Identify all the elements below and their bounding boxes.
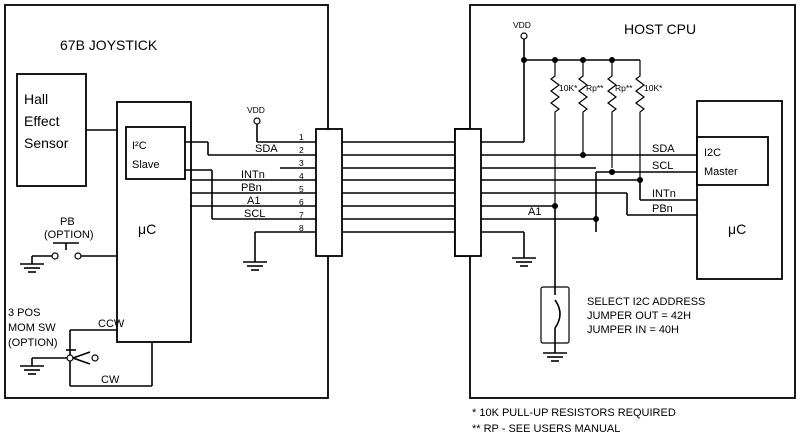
joystick-connector xyxy=(315,128,343,257)
pin-number: 8 xyxy=(299,223,304,233)
pb-option-label: (OPTION) xyxy=(44,229,94,241)
pin-number: 4 xyxy=(299,171,304,181)
junction-dot xyxy=(637,177,643,183)
pin-number: 5 xyxy=(299,184,304,194)
joystick-vdd-label: VDD xyxy=(247,105,265,115)
sda-label-joystick: SDA xyxy=(255,143,278,155)
pullup-resistor-10k-intn xyxy=(635,60,645,180)
ccw-label: CCW xyxy=(98,318,125,330)
host-title: HOST CPU xyxy=(624,21,696,37)
pbn-label-host: PBn xyxy=(652,203,673,215)
pin-number: 1 xyxy=(299,132,304,142)
host-connector-overlay xyxy=(454,128,482,257)
sensor-label-line-3: Sensor xyxy=(24,135,69,151)
cable-conductors xyxy=(342,141,455,233)
jumper-ground-icon xyxy=(543,352,567,362)
host-vdd-label: VDD xyxy=(513,20,531,30)
connector-pin-numbers-left: 1 2 3 4 5 6 7 8 xyxy=(299,132,304,233)
sensor-label-line-1: Hall xyxy=(24,91,48,107)
resistor-label: 10K* xyxy=(644,83,663,93)
switch-label-line-3: (OPTION) xyxy=(8,337,58,349)
footnote-rp: ** RP - SEE USERS MANUAL xyxy=(472,423,620,435)
junction-dot xyxy=(521,57,527,63)
resistor-label: Rp** xyxy=(586,83,604,93)
switch-label-line-1: 3 POS xyxy=(8,307,40,319)
pb-ground-icon xyxy=(20,263,44,273)
jumper-link-icon xyxy=(554,299,561,329)
switch-ground-icon xyxy=(20,365,44,375)
resistor-label: Rp** xyxy=(615,83,633,93)
host-microcontroller-block xyxy=(696,100,783,280)
i2c-slave-label-line-1: I²C xyxy=(132,140,147,152)
joystick-uc-label: μC xyxy=(138,221,156,237)
junction-dot xyxy=(609,169,615,175)
pbn-label-joystick: PBn xyxy=(241,182,262,194)
pb-label: PB xyxy=(60,216,75,228)
address-note-line-2: JUMPER OUT = 42H xyxy=(587,310,691,322)
pullup-resistor-rp-scl xyxy=(607,60,617,168)
switch-label-line-2: MOM SW xyxy=(8,322,56,334)
footnote-pullup: * 10K PULL-UP RESISTORS REQUIRED xyxy=(472,407,676,419)
pin-number: 6 xyxy=(299,197,304,207)
pullup-resistor-rp-sda xyxy=(578,60,588,155)
address-note-line-3: JUMPER IN = 40H xyxy=(587,324,679,336)
i2c-master-block xyxy=(696,136,769,186)
three-position-switch-icon xyxy=(66,349,99,365)
junction-dot xyxy=(580,152,586,158)
pin-number: 3 xyxy=(299,158,304,168)
sensor-label-line-2: Effect xyxy=(24,113,60,129)
scl-label-joystick: SCL xyxy=(244,208,265,220)
junction-dot xyxy=(593,216,599,222)
intn-label-joystick: INTn xyxy=(241,169,265,181)
hall-effect-sensor-block xyxy=(16,73,87,187)
a1-label-joystick: A1 xyxy=(247,195,260,207)
i2c-master-label-line-2: Master xyxy=(704,166,738,178)
cw-label: CW xyxy=(101,374,120,386)
a1-label-host: A1 xyxy=(528,206,541,218)
pin-number: 7 xyxy=(299,210,304,220)
host-connector-ground-icon xyxy=(512,257,536,267)
intn-label-host: INTn xyxy=(652,188,676,200)
address-note-line-1: SELECT I2C ADDRESS xyxy=(587,296,705,308)
joystick-title: 67B JOYSTICK xyxy=(60,37,158,53)
i2c-slave-label-line-2: Slave xyxy=(132,159,160,171)
joystick-connector-ground-icon xyxy=(243,261,267,271)
resistor-label: 10K* xyxy=(559,83,578,93)
host-uc-label: μC xyxy=(728,221,746,237)
sda-label-host: SDA xyxy=(652,143,675,155)
pullup-resistor-10k-a1 xyxy=(550,60,560,206)
i2c-slave-block xyxy=(125,126,186,180)
scl-label-host: SCL xyxy=(652,160,673,172)
pin-number: 2 xyxy=(299,145,304,155)
i2c-master-label-line-1: I2C xyxy=(704,147,721,159)
